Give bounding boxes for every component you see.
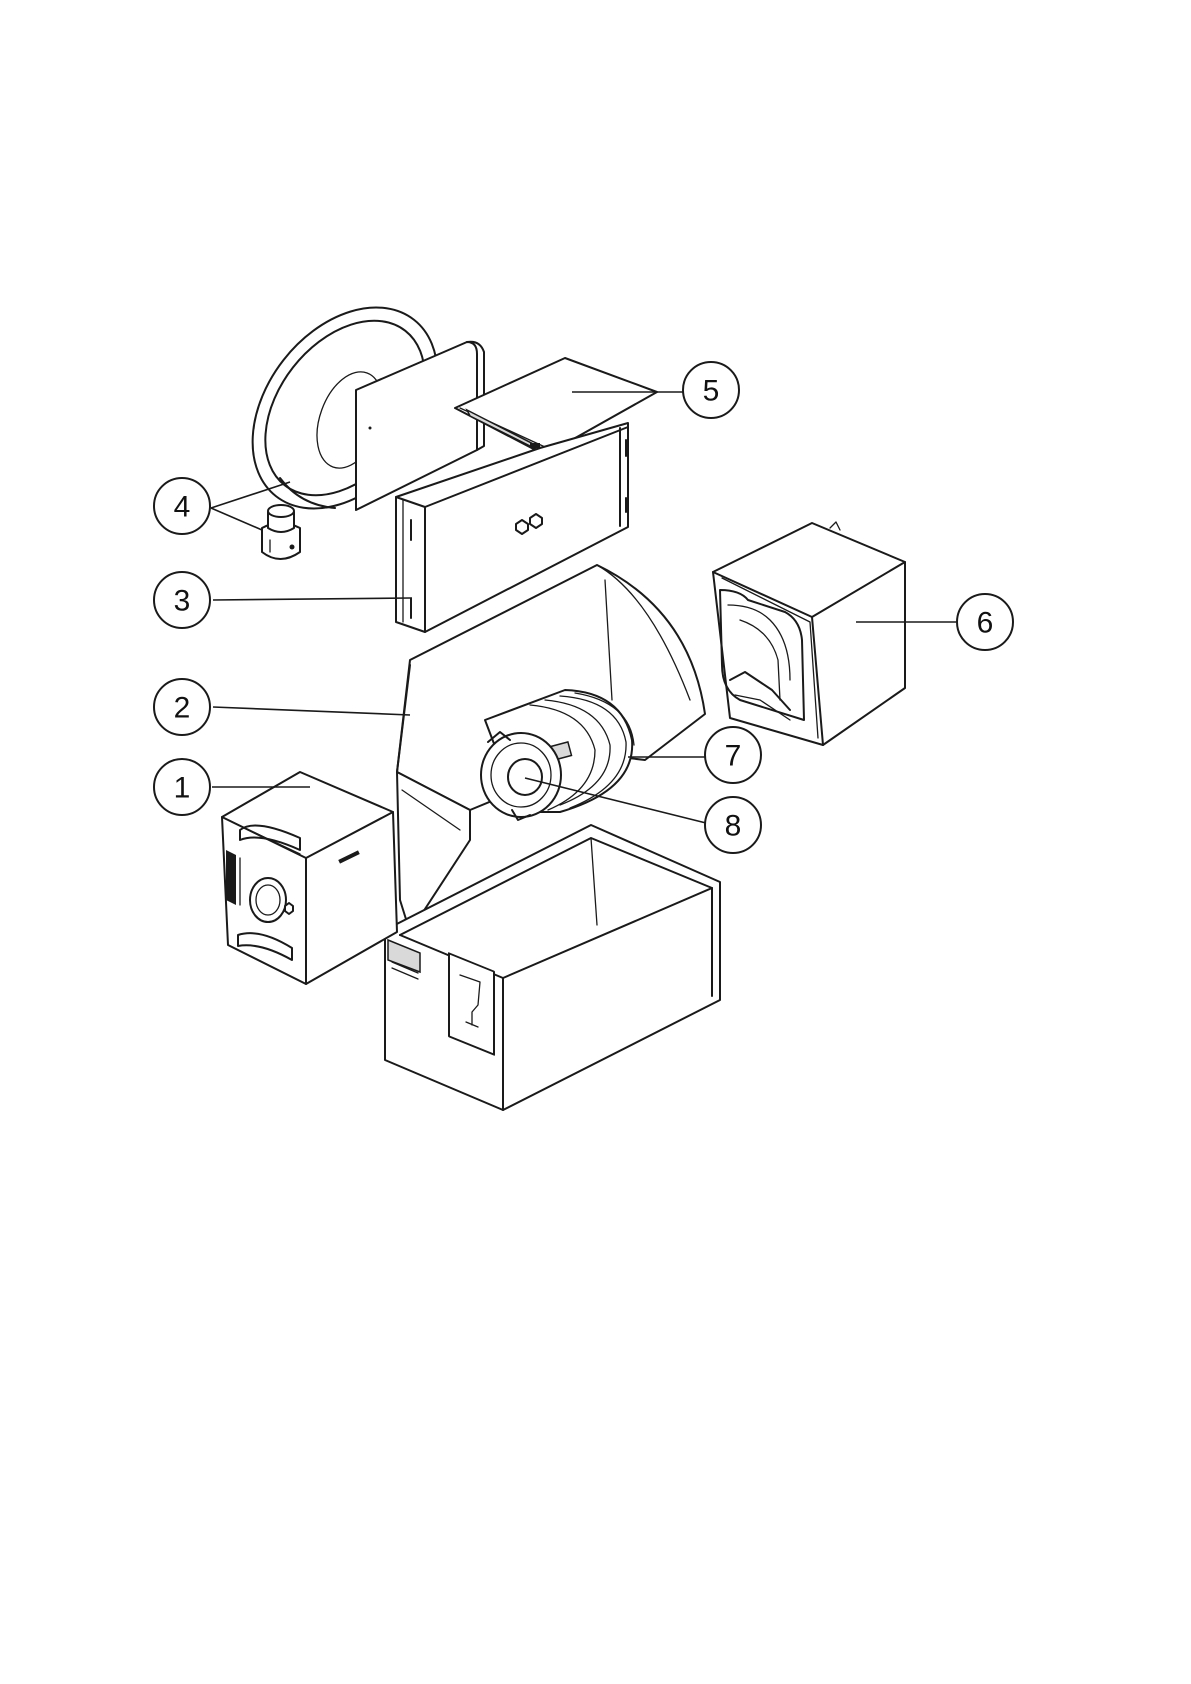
callout-4: 4 [154, 478, 210, 534]
callout-5-label: 5 [703, 375, 720, 408]
callout-7: 7 [705, 727, 761, 783]
part-open-box [385, 565, 720, 1110]
callout-6: 6 [957, 594, 1013, 650]
callout-7-label: 7 [725, 740, 742, 773]
callout-4-label: 4 [174, 491, 191, 524]
callout-8: 8 [705, 797, 761, 853]
callout-2-label: 2 [174, 692, 191, 725]
callout-6-label: 6 [977, 607, 994, 640]
callout-3-label: 3 [174, 585, 191, 618]
part-foam-endcap-right [713, 522, 905, 745]
part-foam-endcap-left [222, 772, 397, 984]
leader-2 [213, 707, 410, 715]
leader-3 [213, 598, 410, 600]
callout-3: 3 [154, 572, 210, 628]
callout-1: 1 [154, 759, 210, 815]
callout-1-label: 1 [174, 772, 191, 805]
callout-5: 5 [683, 362, 739, 418]
callout-2: 2 [154, 679, 210, 735]
callout-8-label: 8 [725, 810, 742, 843]
